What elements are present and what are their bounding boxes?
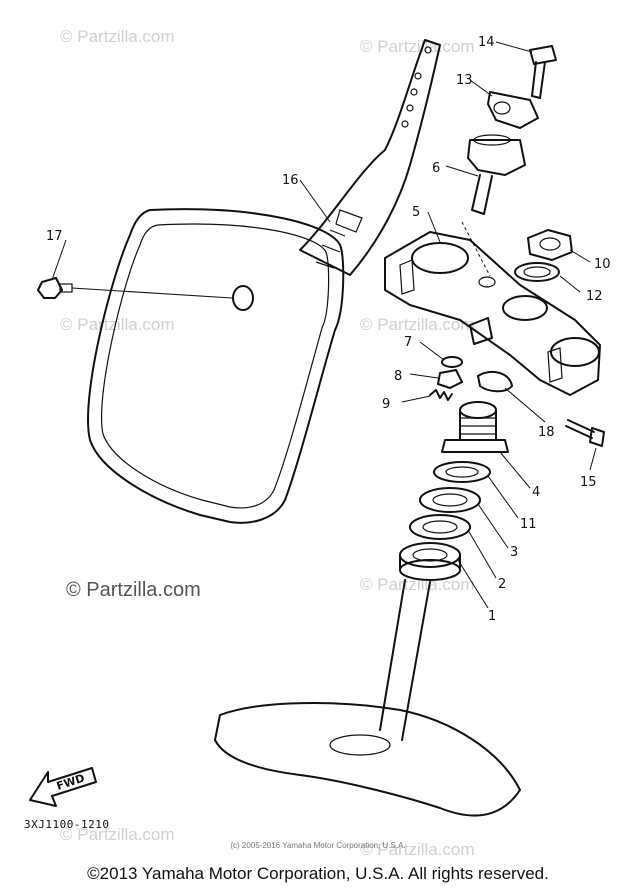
watermark: © Partzilla.com — [360, 575, 475, 594]
watermark: © Partzilla.com — [60, 315, 175, 334]
callout-9: 9 — [382, 397, 390, 412]
watermark: © Partzilla.com — [60, 27, 175, 46]
callout-16: 16 — [282, 173, 299, 188]
upper-bracket-5 — [384, 231, 601, 396]
callout-17: 17 — [46, 229, 63, 244]
footer-copyright: ©2013 Yamaha Motor Corporation, U.S.A. A… — [87, 864, 549, 883]
callout-5: 5 — [412, 205, 420, 220]
bearing-cover-3 — [419, 487, 481, 513]
ring-nut-11 — [433, 461, 491, 483]
callout-11: 11 — [520, 517, 537, 532]
spring-9 — [429, 389, 453, 401]
callout-1: 1 — [488, 609, 496, 624]
bolt-15 — [565, 419, 605, 447]
callouts: 14 13 6 16 5 10 12 17 7 8 9 18 15 4 11 3… — [46, 35, 611, 624]
bolt-14 — [529, 45, 557, 99]
holder-cap-13 — [487, 91, 539, 129]
handlebar-holder-6 — [467, 134, 526, 215]
callout-15: 15 — [580, 475, 597, 490]
watermark: © Partzilla.com — [360, 315, 475, 334]
watermark: © Partzilla.com — [360, 840, 475, 859]
adjuster-4 — [441, 401, 509, 453]
watermark: © Partzilla.com — [360, 37, 475, 56]
fwd-arrow: FWD — [29, 767, 97, 807]
callout-10: 10 — [594, 257, 611, 272]
callout-13: 13 — [456, 73, 473, 88]
diagram-code: 3XJ1100-1210 — [24, 818, 110, 831]
callout-2: 2 — [498, 577, 506, 592]
callout-12: 12 — [586, 289, 603, 304]
callout-18: 18 — [538, 425, 555, 440]
small-copyright: (c) 2005-2016 Yamaha Motor Corporation, … — [230, 841, 406, 850]
bolt-17 — [37, 277, 254, 311]
callout-7: 7 — [404, 335, 412, 350]
number-plate-16 — [87, 39, 441, 524]
callout-3: 3 — [510, 545, 518, 560]
clip-18 — [469, 317, 513, 393]
callout-8: 8 — [394, 369, 402, 384]
watermark-large: © Partzilla.com — [66, 579, 201, 601]
steering-stem — [214, 579, 521, 817]
washer-7 — [441, 356, 463, 368]
watermark: © Partzilla.com — [60, 825, 175, 844]
watermarks: © Partzilla.com © Partzilla.com © Partzi… — [60, 27, 475, 859]
washer-12 — [514, 262, 560, 282]
nut-10 — [527, 229, 573, 261]
callout-4: 4 — [532, 485, 540, 500]
bearing-race-2 — [409, 514, 471, 540]
nut-8 — [437, 369, 463, 389]
callout-14: 14 — [478, 35, 495, 50]
leader-lines — [51, 41, 597, 609]
callout-6: 6 — [432, 161, 440, 176]
